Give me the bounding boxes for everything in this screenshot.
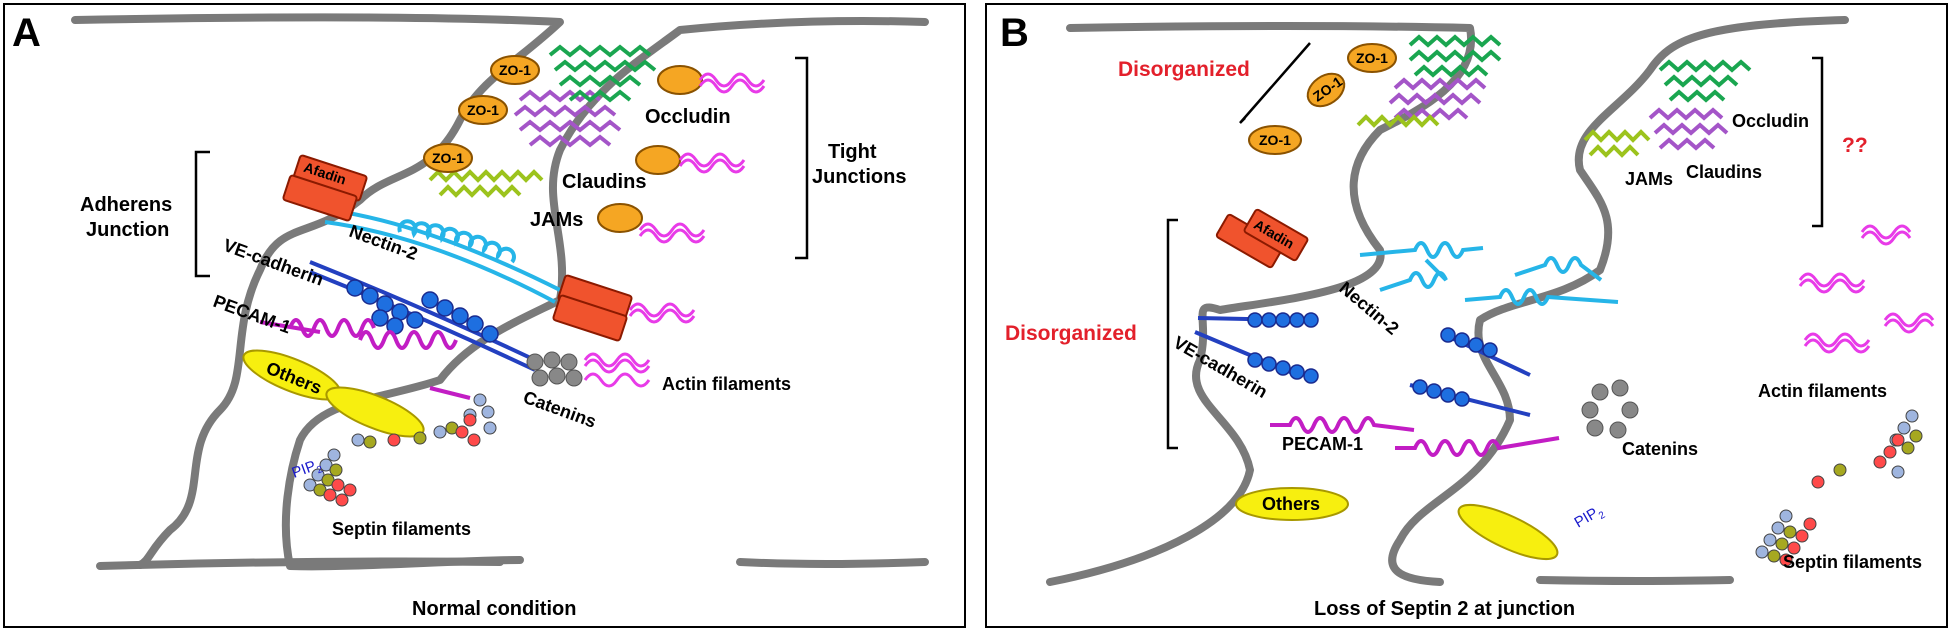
zo1-a-3-label: ZO-1 — [432, 150, 464, 166]
occludin-b — [1408, 34, 1752, 103]
afadin-a: Afadin — [282, 154, 633, 342]
jams-b-label: JAMs — [1625, 169, 1673, 189]
zo1-group-b: ZO-1 ZO-1 ZO-1 — [1248, 43, 1397, 155]
zo1-a-5 — [635, 145, 681, 175]
claudins-b-label: Claudins — [1686, 162, 1762, 182]
catenins-b — [1581, 379, 1639, 439]
actin-a-label: Actin filaments — [662, 374, 791, 394]
panel-a-letter: A — [12, 11, 41, 55]
adherens-label-line1: Adherens — [80, 194, 172, 216]
septin-b-label: Septin filaments — [1783, 552, 1922, 572]
panel-a-caption: Normal condition — [412, 598, 576, 620]
jams-b — [1356, 114, 1651, 158]
panel-b: B — [985, 3, 1948, 628]
occludin-a — [548, 44, 657, 103]
unknown-effect-label: ?? — [1842, 134, 1868, 157]
zo1-a-6 — [597, 203, 643, 233]
disorganized-top-bracket — [1239, 42, 1311, 124]
occludin-b-label: Occludin — [1732, 111, 1809, 131]
jams-a — [428, 169, 544, 198]
cell-membranes-b — [1046, 16, 1849, 586]
zo1-a-1 — [490, 55, 540, 85]
adherens-bracket — [194, 150, 210, 278]
panel-b-letter: B — [1000, 11, 1029, 55]
septin-a — [303, 393, 497, 507]
tight-junctions-label-line1: Tight — [828, 141, 877, 163]
zo1-b-3-label: ZO-1 — [1259, 132, 1291, 148]
others-b: Others — [1235, 487, 1559, 561]
catenins-a — [526, 351, 583, 387]
actin-a — [583, 72, 766, 388]
disorganized-top-label: Disorganized — [1118, 58, 1250, 81]
actin-b — [1798, 224, 1935, 354]
others-b-label: Others — [1262, 494, 1320, 514]
zo1-group-a: ZO-1 ZO-1 ZO-1 — [423, 55, 703, 233]
afadin-b: Afadin — [1215, 208, 1309, 269]
tight-junction-bracket-b — [1812, 56, 1824, 228]
catenins-b-label: Catenins — [1622, 439, 1698, 459]
claudins-a — [513, 89, 622, 148]
pecam-b — [1270, 416, 1560, 457]
nectin-b — [1359, 241, 1619, 306]
disorganized-mid-label: Disorganized — [1005, 322, 1137, 345]
actin-b-label: Actin filaments — [1758, 381, 1887, 401]
claudins-b — [1388, 77, 1729, 151]
nectin-a — [324, 208, 561, 304]
zo1-a-2 — [458, 95, 508, 125]
septin-a-label: Septin filaments — [332, 519, 471, 539]
claudins-a-label: Claudins — [562, 171, 646, 193]
septin-b — [1755, 409, 1923, 567]
panel-b-caption: Loss of Septin 2 at junction — [1314, 598, 1575, 620]
zo1-a-2-label: ZO-1 — [467, 102, 499, 118]
adherens-label-line2: Junction — [86, 219, 169, 241]
tight-junctions-label-line2: Junctions — [812, 166, 906, 188]
zo1-a-3 — [423, 143, 473, 173]
ve-cadherin-b — [1194, 312, 1531, 417]
panel-a: A — [3, 3, 966, 628]
ve-cadherin-a — [309, 260, 536, 372]
pecam-b-label: PECAM-1 — [1282, 434, 1363, 454]
pecam-a — [259, 318, 471, 400]
zo1-a-4 — [657, 65, 703, 95]
tight-junction-bracket — [795, 56, 809, 260]
zo1-b-1-label: ZO-1 — [1356, 50, 1388, 66]
jams-a-label: JAMs — [530, 209, 583, 231]
adherens-bracket-b — [1166, 218, 1178, 450]
occludin-a-label: Occludin — [645, 106, 731, 128]
zo1-a-1-label: ZO-1 — [499, 62, 531, 78]
